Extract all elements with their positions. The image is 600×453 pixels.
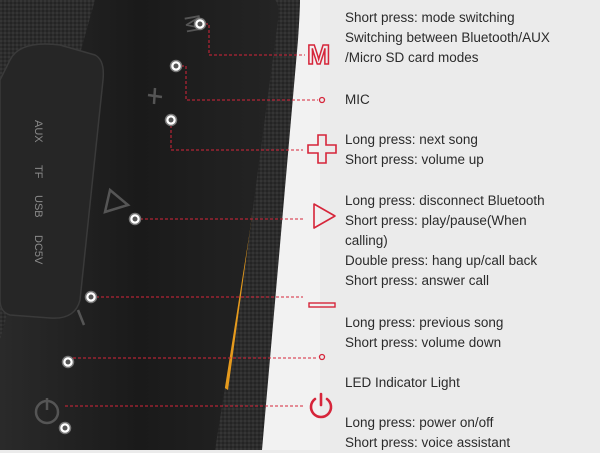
aux-port-label: AUX	[32, 120, 44, 143]
mic-dot-icon	[318, 96, 326, 104]
play-line: Short press: play/pause(When	[345, 213, 527, 228]
tf-port-label: TF	[32, 165, 44, 179]
speaker-illustration: AUX TF USB DC5V M	[0, 0, 300, 450]
mic-description: MIC	[345, 90, 370, 110]
play-description: Long press: disconnect Bluetooth Short p…	[345, 191, 545, 291]
play-line: Double press: hang up/call back	[345, 253, 538, 268]
play-icon	[313, 203, 336, 229]
speaker-image: AUX TF USB DC5V M	[0, 0, 300, 450]
mic-line: MIC	[345, 92, 370, 107]
power-icon	[309, 392, 333, 419]
plus-line: Long press: next song	[345, 132, 478, 147]
power-line: Long press: power on/off	[345, 415, 494, 430]
minus-line: Short press: volume down	[345, 335, 502, 350]
play-line: calling)	[345, 233, 388, 248]
play-line: Short press: answer call	[345, 273, 490, 288]
mode-description: Short press: mode switching Switching be…	[345, 8, 550, 68]
led-description: LED Indicator Light	[345, 373, 460, 393]
dc-port-label: DC5V	[32, 235, 44, 265]
plus-icon	[307, 134, 337, 164]
led-line: LED Indicator Light	[345, 375, 460, 390]
minus-description: Long press: previous song Short press: v…	[345, 313, 503, 353]
minus-line: Long press: previous song	[345, 315, 504, 330]
plus-line: Short press: volume up	[345, 152, 484, 167]
led-dot-icon	[318, 353, 326, 361]
power-line: Short press: voice assistant	[345, 435, 511, 450]
plus-description: Long press: next song Short press: volum…	[345, 130, 484, 170]
usb-port-label: USB	[32, 195, 44, 218]
mode-line: Switching between Bluetooth/AUX	[345, 30, 550, 45]
play-line: Long press: disconnect Bluetooth	[345, 193, 545, 208]
m-letter-icon: M	[306, 39, 331, 71]
power-description: Long press: power on/off Short press: vo…	[345, 413, 510, 453]
minus-icon	[308, 302, 336, 308]
mode-line: Short press: mode switching	[345, 10, 515, 25]
mode-line: /Micro SD card modes	[345, 50, 479, 65]
